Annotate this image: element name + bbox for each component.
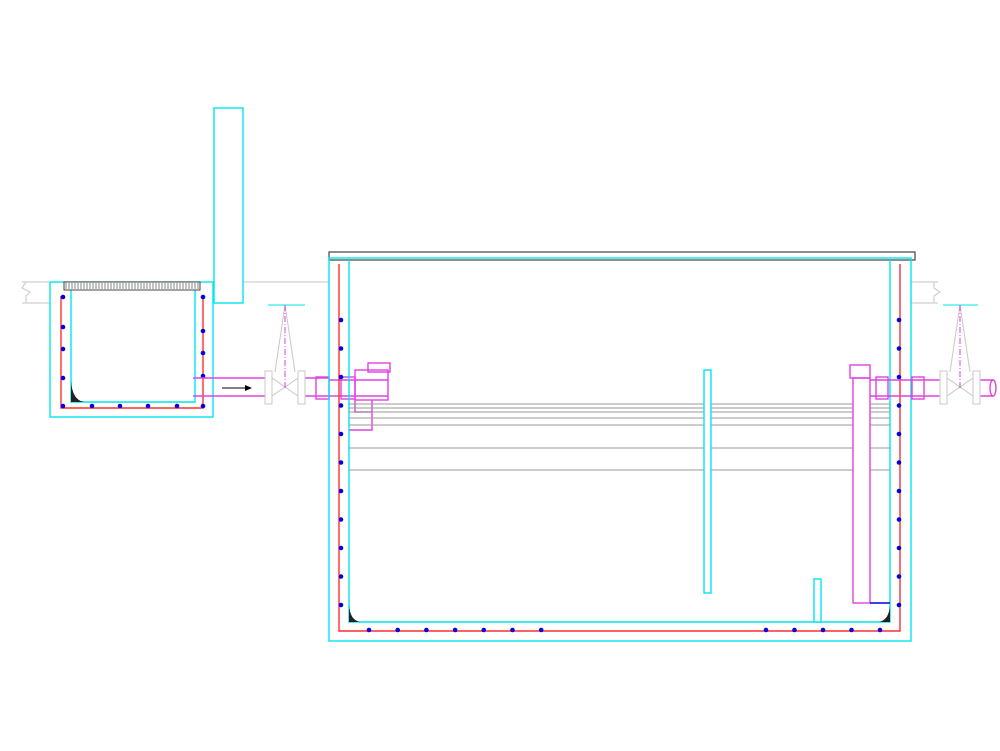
rebar-dot — [60, 324, 66, 330]
rebar-dot — [481, 627, 487, 633]
rebar-dot — [338, 346, 344, 351]
rebar-dot — [338, 317, 344, 323]
rebar-dot — [896, 574, 902, 579]
rebar-dot — [896, 403, 902, 408]
rebar-dot — [452, 627, 458, 633]
top-slab — [328, 251, 916, 261]
rebar-dot — [338, 374, 344, 380]
rebar-dot — [117, 403, 123, 409]
rebar-dot — [896, 346, 902, 351]
inlet-pipe — [193, 362, 391, 431]
rebar-dot — [820, 627, 826, 633]
rebar-dot — [338, 545, 344, 551]
gate-valve-icon — [939, 304, 981, 405]
rebar-dot — [60, 294, 66, 300]
rebar-dot — [510, 627, 515, 633]
rebar-dot — [338, 460, 344, 465]
outlet-pipe — [849, 364, 997, 604]
rebar-dot — [338, 574, 344, 579]
vent-shaft — [213, 107, 244, 304]
rebar-dot — [60, 346, 66, 352]
rebar-dot — [792, 627, 797, 633]
rebar-dot — [395, 627, 401, 633]
rebar-dot — [896, 602, 902, 608]
main-tank — [328, 251, 916, 642]
rebar-dot — [896, 517, 902, 522]
rebar-dot — [366, 627, 372, 633]
rebar-dot — [200, 403, 206, 409]
rebar-dot — [338, 403, 344, 408]
rebar-dot — [896, 317, 902, 323]
rebar-dot — [338, 431, 344, 437]
rebar-dot — [763, 627, 769, 633]
rebar-dot — [849, 627, 854, 633]
rebar-dot — [538, 627, 544, 633]
rebar-dot — [200, 328, 206, 334]
rebar-dot — [896, 431, 902, 437]
rebar-dot — [200, 373, 206, 379]
rebar-dot — [338, 488, 344, 494]
rebar-dot — [338, 517, 344, 522]
rebar-dot — [145, 403, 151, 409]
rebar-dot — [174, 403, 180, 409]
gate-valve-icon — [264, 304, 306, 405]
weir — [813, 578, 822, 623]
rebar-dot — [424, 627, 429, 633]
rebar-dot — [200, 350, 206, 356]
rebar-dot — [896, 488, 902, 494]
rebar-dot — [877, 627, 883, 633]
rebar-dot — [338, 602, 344, 608]
baffle — [703, 369, 712, 594]
rebar-dot — [896, 460, 902, 465]
flow-arrow-icon — [222, 385, 252, 391]
rebar-dot — [60, 403, 66, 409]
rebar-dot — [89, 403, 95, 409]
rebar-dot — [200, 294, 206, 300]
rebar-dot — [896, 374, 902, 380]
inlet-chamber — [49, 281, 214, 418]
rebar-dot — [896, 545, 902, 551]
rebar-dot — [60, 375, 66, 381]
ground-lines — [21, 281, 942, 304]
